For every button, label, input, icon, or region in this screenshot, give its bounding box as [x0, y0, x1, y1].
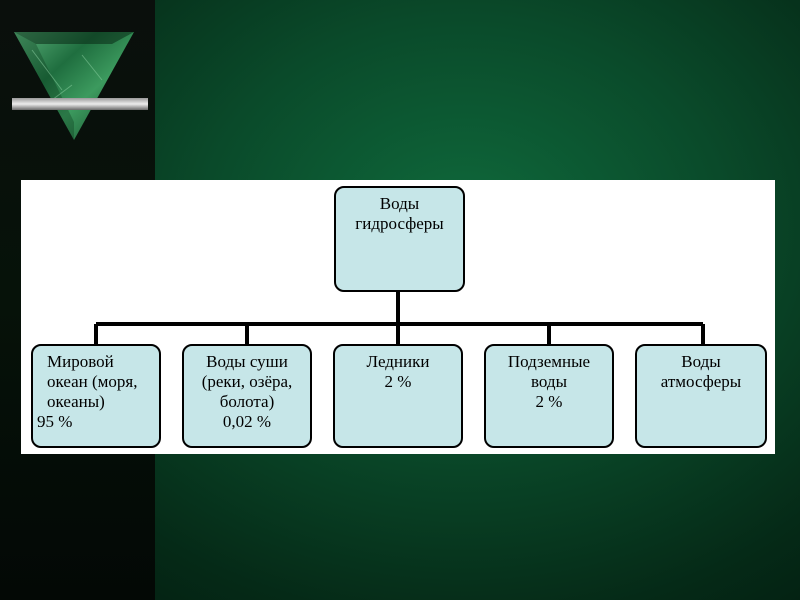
child-node-atmosphere-waters: Воды атмосферы	[635, 344, 767, 448]
ground-line-3: 2 %	[535, 392, 563, 411]
ocean-line-3: океаны)	[47, 392, 105, 411]
child-node-groundwater: Подземные воды 2 %	[484, 344, 614, 448]
land-line-2: (реки, озёра,	[201, 372, 293, 391]
child-node-land-waters: Воды суши (реки, озёра, болота) 0,02 %	[182, 344, 312, 448]
ocean-line-2: океан (моря,	[47, 372, 138, 391]
root-line-1: Воды	[379, 194, 420, 213]
green-marble-triangle-icon	[12, 32, 148, 140]
connector-lines	[94, 292, 705, 344]
glaciers-line-1: Ледники	[366, 352, 430, 371]
ocean-line-1: Мировой	[47, 352, 114, 371]
root-line-2: гидросферы	[355, 214, 444, 233]
atmo-line-1: Воды	[681, 352, 721, 371]
land-line-1: Воды суши	[206, 352, 288, 371]
ground-line-1: Подземные	[507, 352, 591, 371]
hydrosphere-diagram: Воды гидросферы Мировой океан (моря, оке…	[21, 180, 775, 454]
ground-line-2: воды	[531, 372, 567, 391]
ocean-line-4: 95 %	[37, 412, 73, 431]
land-line-4: 0,02 %	[222, 412, 272, 431]
land-line-3: болота)	[219, 392, 275, 411]
root-node-hydrosphere-waters: Воды гидросферы	[334, 186, 465, 292]
child-node-glaciers: Ледники 2 %	[333, 344, 463, 448]
atmo-line-2: атмосферы	[660, 372, 742, 391]
glaciers-line-2: 2 %	[384, 372, 412, 391]
child-node-world-ocean: Мировой океан (моря, океаны) 95 %	[31, 344, 161, 448]
